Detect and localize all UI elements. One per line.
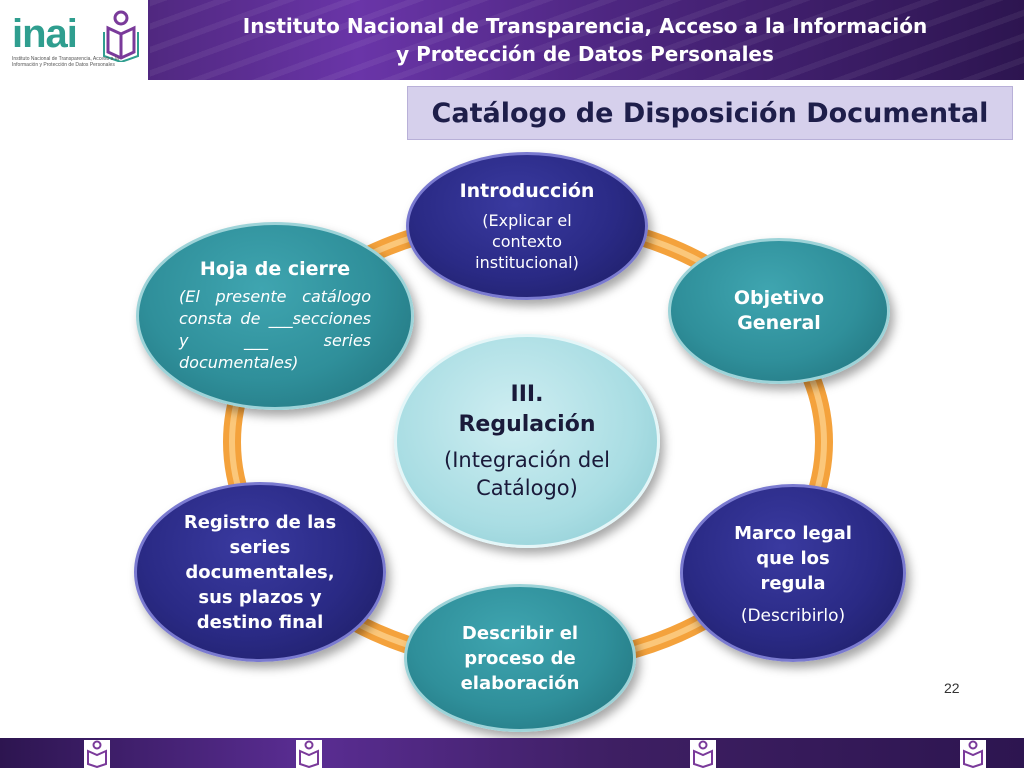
footer-logo-icon [84,740,110,768]
node-introduccion-title: Introducción [459,179,595,202]
footer-logo-icon [296,740,322,768]
node-hoja-cierre: Hoja de cierre (El presente catálogo con… [136,222,414,410]
node-center-regulacion: III. Regulación (Integración del Catálog… [394,334,660,548]
center-subtitle: (Integración del Catálogo) [444,448,610,500]
node-introduccion-subtitle: (Explicar el contexto institucional) [475,210,579,272]
node-registro-title: Registro de las series documentales, sus… [183,511,337,633]
header-bar [0,0,1024,80]
institution-title-line1: Instituto Nacional de Transparencia, Acc… [242,14,928,38]
node-objetivo-title: Objetivo General [733,287,825,334]
node-registro: Registro de las series documentales, sus… [134,482,386,662]
node-describir-title: Describir el proceso de elaboración [460,622,580,694]
center-title-line1: III. [510,382,544,407]
institution-title: Instituto Nacional de Transparencia, Acc… [160,12,1010,68]
node-marco-subtitle: (Describirlo) [740,605,846,626]
node-describir: Describir el proceso de elaboración [404,584,636,732]
reader-logo-icon [103,10,139,62]
node-marco-legal: Marco legal que los regula (Describirlo) [680,484,906,662]
node-objetivo: Objetivo General [668,238,890,384]
footer-logo-icon [960,740,986,768]
logo-text: inai [12,12,78,56]
logo-subtext: Instituto Nacional de Transparencia, Acc… [12,56,119,68]
inai-logo: inai Instituto Nacional de Transparencia… [0,0,148,80]
node-hoja-title: Hoja de cierre [199,258,351,280]
page-number: 22 [944,680,960,696]
node-marco-title: Marco legal que los regula [734,522,852,594]
footer-logo-icon [690,740,716,768]
footer-bar [0,738,1024,768]
institution-title-line2: y Protección de Datos Personales [396,42,774,66]
slide-title: Catálogo de Disposición Documental [407,86,1013,140]
node-introduccion: Introducción (Explicar el contexto insti… [406,152,648,300]
node-hoja-subtitle: (El presente catálogo consta de ___secci… [179,287,371,372]
center-title-line2: Regulación [458,412,596,437]
